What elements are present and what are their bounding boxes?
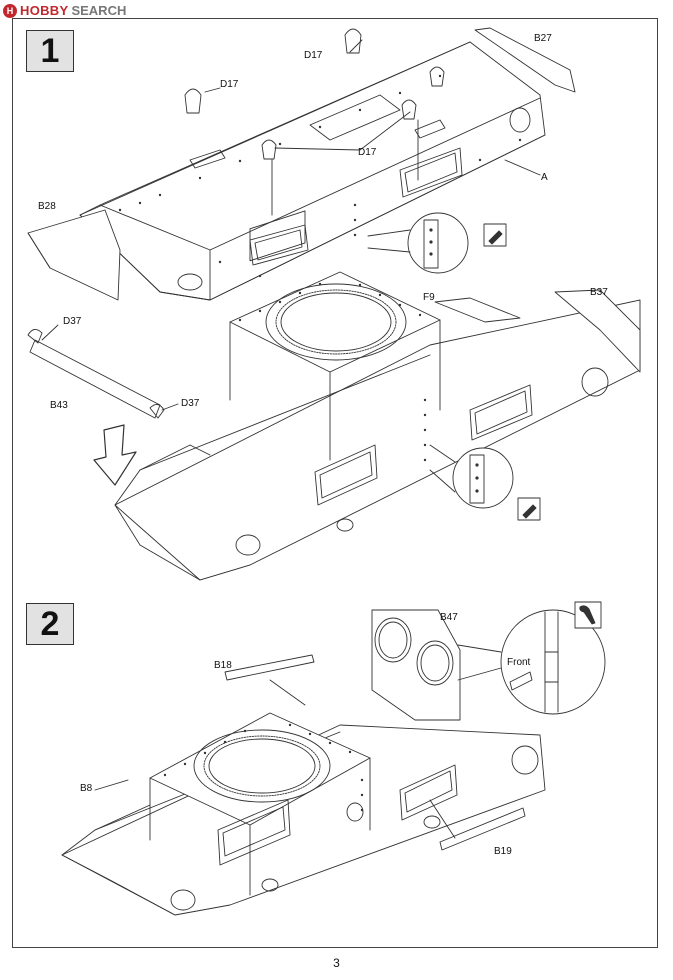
part-label-f9: F9 — [423, 292, 435, 303]
part-label-d17-left: D17 — [220, 79, 239, 90]
glue-icon-2 — [518, 498, 540, 520]
detail-circle-1 — [368, 213, 468, 273]
page-number: 3 — [333, 956, 340, 970]
part-label-b37: B37 — [590, 287, 608, 298]
part-label-a: A — [541, 172, 548, 183]
lower-hull — [115, 272, 640, 580]
part-label-b8: B8 — [80, 783, 93, 794]
hobby-search-logo-icon: H — [3, 3, 17, 18]
paint-brush-icon — [575, 602, 601, 628]
part-label-b19: B19 — [494, 846, 512, 857]
upper-hull-part-a — [28, 28, 575, 300]
page-border — [12, 18, 658, 948]
hull-step-2 — [62, 610, 545, 915]
step-2-number: 2 — [26, 603, 74, 645]
watermark: H HOBBY SEARCH — [3, 3, 126, 18]
part-b43-strip — [28, 325, 178, 418]
detail-circle-front — [458, 610, 605, 714]
glue-icon — [484, 224, 506, 246]
part-label-b47: B47 — [440, 612, 458, 623]
part-label-d17-top: D17 — [304, 50, 323, 61]
part-label-b43: B43 — [50, 400, 68, 411]
part-label-b18: B18 — [214, 660, 232, 671]
watermark-word: SEARCH — [71, 3, 127, 18]
arrow-down-icon — [94, 425, 136, 485]
part-label-d17-mid: D17 — [358, 147, 377, 158]
part-label-b28: B28 — [38, 201, 56, 212]
detail-circle-2 — [430, 445, 513, 508]
front-label: Front — [507, 657, 531, 668]
part-label-b27: B27 — [534, 33, 552, 44]
watermark-brand: HOBBY — [20, 3, 69, 18]
part-label-d37-top: D37 — [63, 316, 82, 327]
part-label-d37-bottom: D37 — [181, 398, 200, 409]
step-1-number: 1 — [26, 30, 74, 72]
